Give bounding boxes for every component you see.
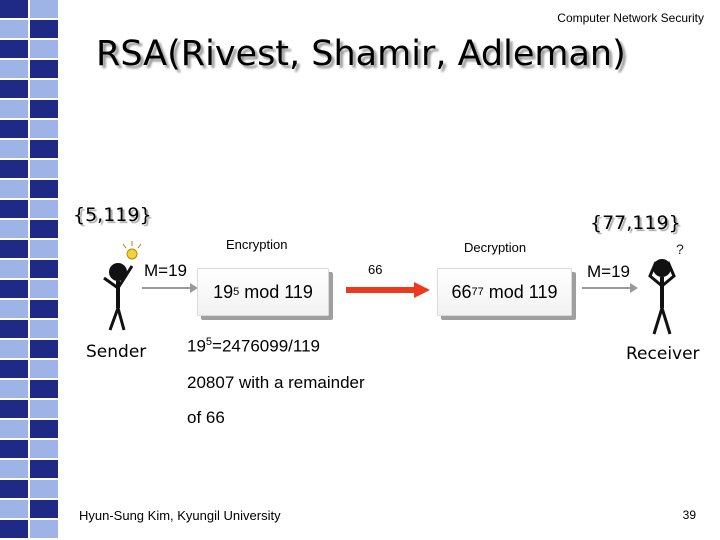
- strip-square: [30, 480, 58, 498]
- strip-square: [0, 480, 28, 498]
- strip-square: [30, 440, 58, 458]
- strip-square: [0, 240, 28, 258]
- strip-square: [30, 100, 58, 118]
- strip-square: [0, 180, 28, 198]
- sender-label: Sender: [86, 342, 146, 362]
- strip-square: [30, 360, 58, 378]
- strip-square: [30, 340, 58, 358]
- receiver-label: Receiver: [626, 344, 700, 364]
- strip-square: [0, 500, 28, 518]
- strip-square: [30, 380, 58, 398]
- decryption-label: Decryption: [464, 240, 526, 255]
- encryption-label: Encryption: [226, 237, 287, 252]
- strip-square: [30, 520, 58, 538]
- strip-square: [30, 400, 58, 418]
- strip-square: [30, 200, 58, 218]
- strip-square: [0, 420, 28, 438]
- strip-square: [0, 40, 28, 58]
- explanation-line-3: of 66: [187, 408, 225, 428]
- decrypt-to-receiver-arrow-icon: [582, 282, 638, 294]
- strip-square: [0, 20, 28, 38]
- encryption-operation: mod 119: [239, 282, 313, 303]
- strip-square: [0, 320, 28, 338]
- receiver-figure: ?: [640, 242, 690, 342]
- explanation-line-1: 195=2476099/119: [187, 336, 320, 357]
- decryption-operation: mod 119: [484, 282, 558, 303]
- strip-square: [0, 440, 28, 458]
- page-number: 39: [683, 508, 696, 522]
- decryption-exponent: 77: [472, 286, 484, 298]
- sender-stick-figure-icon: [96, 238, 142, 334]
- strip-square: [0, 60, 28, 78]
- strip-square: [0, 360, 28, 378]
- svg-text:?: ?: [676, 242, 684, 257]
- strip-square: [0, 520, 28, 538]
- sender-message: M=19: [144, 261, 187, 281]
- ciphertext-arrow-icon: [346, 282, 430, 298]
- slide-title: RSA(Rivest, Shamir, Adleman): [96, 34, 626, 74]
- strip-square: [0, 460, 28, 478]
- strip-square: [0, 300, 28, 318]
- strip-square: [30, 260, 58, 278]
- strip-square: [30, 60, 58, 78]
- strip-square: [0, 280, 28, 298]
- strip-square: [30, 320, 58, 338]
- strip-square: [0, 120, 28, 138]
- private-key: {77,119}: [590, 212, 681, 234]
- strip-square: [30, 20, 58, 38]
- ciphertext-value: 66: [368, 262, 382, 277]
- strip-square: [0, 140, 28, 158]
- strip-square: [30, 180, 58, 198]
- strip-square: [30, 240, 58, 258]
- strip-square: [30, 300, 58, 318]
- public-key: {5,119}: [73, 204, 152, 226]
- sender-figure: [96, 238, 142, 338]
- footer-author: Hyun-Sung Kim, Kyungil University: [79, 508, 281, 523]
- encryption-base: 19: [213, 282, 233, 303]
- receiver-stick-figure-icon: ?: [640, 242, 690, 338]
- strip-square: [0, 100, 28, 118]
- strip-square: [30, 40, 58, 58]
- decorative-side-strip: [0, 0, 58, 540]
- strip-square: [0, 220, 28, 238]
- sender-to-encrypt-arrow-icon: [142, 282, 198, 294]
- decryption-base: 66: [452, 282, 472, 303]
- strip-square: [30, 160, 58, 178]
- strip-square: [30, 120, 58, 138]
- strip-square: [30, 280, 58, 298]
- strip-square: [30, 80, 58, 98]
- strip-square: [0, 80, 28, 98]
- explanation-equation: =2476099/119: [212, 337, 320, 356]
- explanation-line-2: 20807 with a remainder: [187, 373, 365, 393]
- strip-square: [30, 220, 58, 238]
- strip-square: [0, 340, 28, 358]
- receiver-message: M=19: [587, 262, 630, 282]
- strip-square: [0, 0, 28, 18]
- strip-square: [30, 420, 58, 438]
- strip-square: [0, 160, 28, 178]
- strip-square: [0, 200, 28, 218]
- strip-square: [0, 400, 28, 418]
- strip-square: [30, 0, 58, 18]
- explanation-base: 19: [187, 337, 206, 356]
- strip-square: [30, 500, 58, 518]
- course-header: Computer Network Security: [557, 11, 704, 25]
- strip-square: [0, 260, 28, 278]
- strip-square: [30, 460, 58, 478]
- strip-square: [0, 380, 28, 398]
- strip-square: [30, 140, 58, 158]
